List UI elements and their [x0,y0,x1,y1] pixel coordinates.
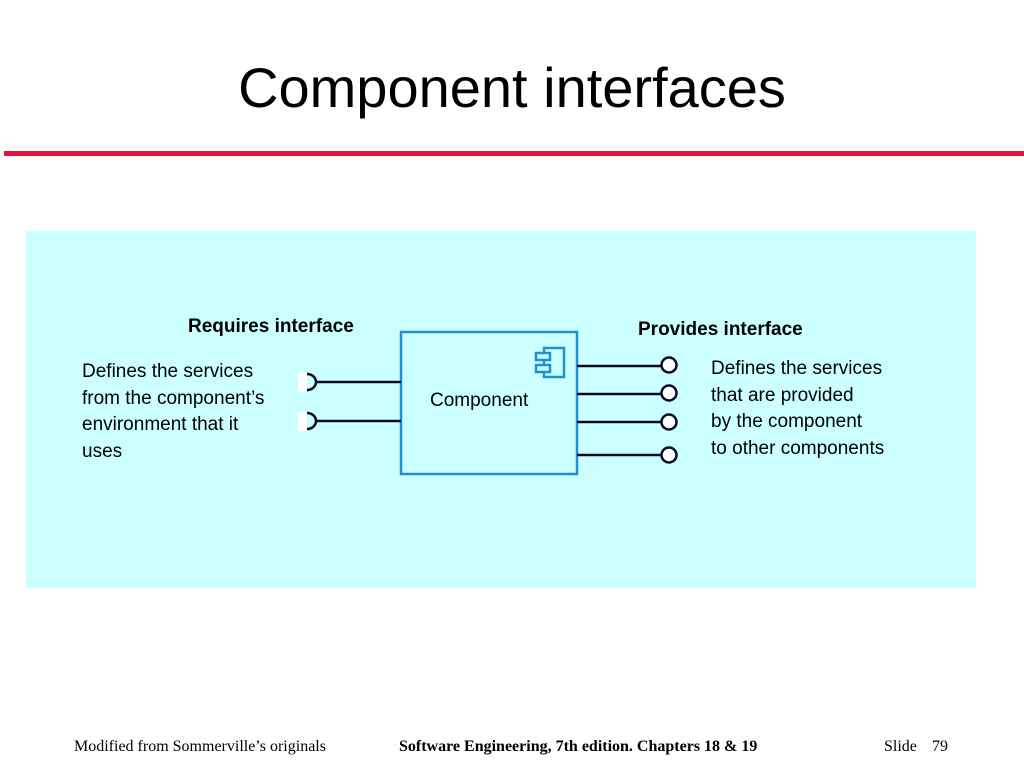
requires-description: Defines the services from the component’… [82,359,264,465]
slide-title: Component interfaces [238,56,786,119]
title-rule [4,151,1024,156]
component-label: Component [430,390,529,411]
footer-slide-label: Slide [884,738,917,755]
provides-lollipop-1 [577,356,678,374]
requires-description-line: Defines the services [82,361,254,382]
footer-attribution: Modified from Sommerville’s originals [74,738,326,755]
footer-slide-number: 79 [932,738,948,755]
requires-interface-heading: Requires interface [188,316,354,337]
provides-lollipop-4 [577,446,678,464]
requires-socket-2 [298,411,401,431]
requires-description-line: environment that it [82,414,239,435]
provides-interface-heading: Provides interface [638,319,803,340]
uml-component-icon [534,346,566,379]
provides-description-line: to other components [711,437,885,459]
requires-description-line: uses [82,440,123,462]
provides-lollipop-2 [577,384,678,402]
provides-description: Defines the services that are provided b… [711,356,884,462]
footer-book-title: Software Engineering, 7th edition. Chapt… [399,738,758,755]
requires-socket-1 [298,372,401,392]
provides-description-line: by the component [711,411,863,432]
provides-description-line: Defines the services [711,358,883,379]
requires-description-line: from the component’s [82,387,265,409]
provides-description-line: that are provided [711,384,854,406]
provides-lollipop-3 [577,413,678,431]
